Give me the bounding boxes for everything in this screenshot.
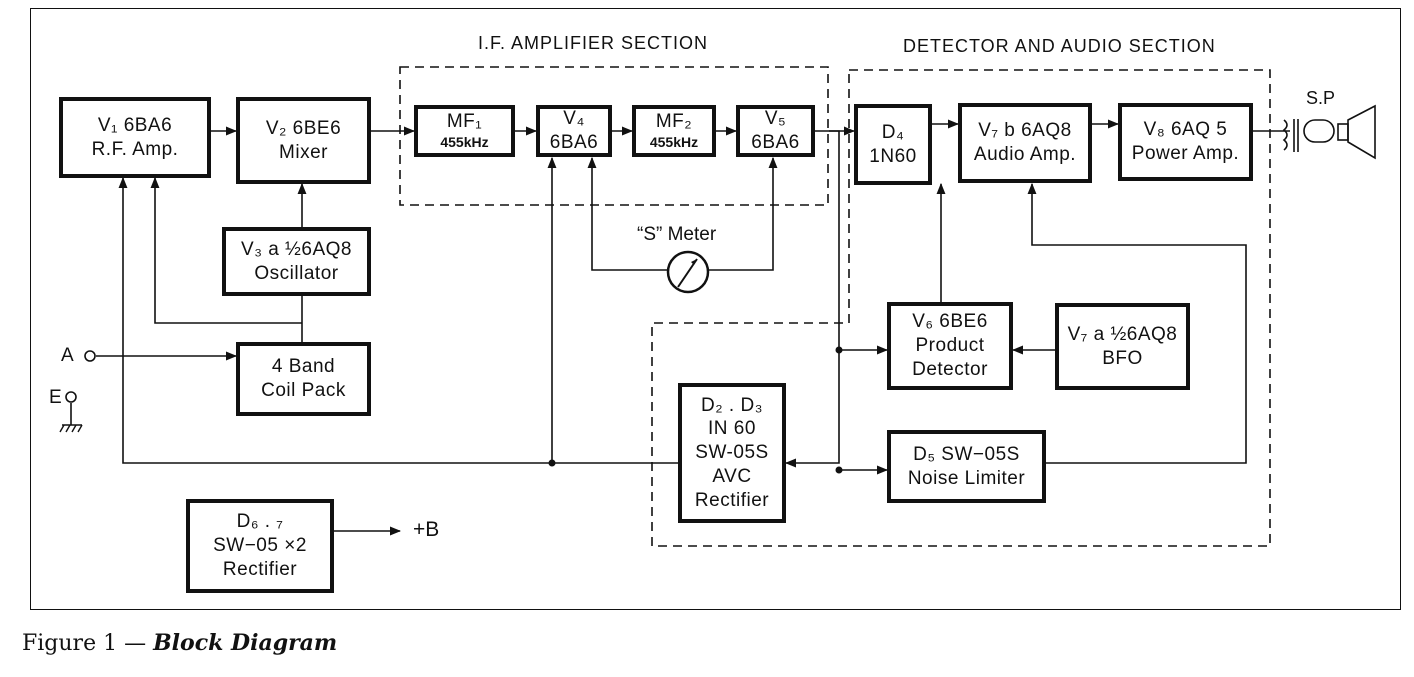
caption-title: Block Diagram <box>153 630 338 656</box>
block-v6-product-detector: V₆ 6BE6 Product Detector <box>887 302 1013 390</box>
block-v7a-bfo: V₇ a ½6AQ8 BFO <box>1055 303 1190 390</box>
wire-avc-v1 <box>118 176 678 464</box>
antenna-terminal-icon <box>84 350 96 362</box>
block-d4: D₄ 1N60 <box>854 104 932 185</box>
block-v5: V₅ 6BA6 <box>736 105 815 157</box>
block-v4: V₄ 6BA6 <box>536 105 612 157</box>
diagram-frame <box>30 8 1401 610</box>
block-mf2: MF₂ 455kHz <box>632 105 716 157</box>
block-v7b-audio-amp: V₇ b 6AQ8 Audio Amp. <box>958 103 1092 183</box>
s-meter-label: “S” Meter <box>637 224 717 245</box>
wire-d5-v7b <box>1027 182 1247 464</box>
speaker-label: S.P <box>1306 88 1336 108</box>
block-v8-power-amp: V₈ 6AQ 5 Power Amp. <box>1118 103 1253 181</box>
block-d23-avc-rectifier: D₂ . D₃ IN 60 SW-05S AVC Rectifier <box>678 383 786 523</box>
block-mf1: MF₁ 455kHz <box>414 105 515 157</box>
speaker-coil-icon <box>1337 123 1349 141</box>
antenna-label: A <box>61 345 74 366</box>
wire-smeter-right <box>708 156 778 271</box>
wire-smeter-left <box>587 156 668 271</box>
speaker-magnet-icon <box>1303 119 1335 143</box>
detector-section-outline <box>651 69 1271 547</box>
block-d5-noise-limiter: D₅ SW−05S Noise Limiter <box>887 430 1046 503</box>
junction-dot <box>548 459 556 467</box>
if-section-outline <box>399 66 829 206</box>
block-d67-rectifier: D₆ . ₇ SW−05 ×2 Rectifier <box>186 499 334 593</box>
wire-coil-v1 <box>150 176 302 324</box>
caption-prefix: Figure 1 — <box>22 631 154 656</box>
earth-label: E <box>49 387 62 408</box>
s-meter-dial-icon <box>666 250 710 294</box>
figure-caption: Figure 1 — Block Diagram <box>22 630 337 656</box>
plus-b-label: +B <box>413 518 440 541</box>
block-v3-oscillator: V₃ a ½6AQ8 Oscillator <box>222 227 371 296</box>
block-v1-rf-amp: V₁ 6BA6 R.F. Amp. <box>59 97 211 178</box>
junction-dot <box>835 466 843 474</box>
wire-v5-avc-bus <box>784 130 840 468</box>
junction-dot <box>835 346 843 354</box>
earth-hatch-icon <box>59 424 83 433</box>
block-v2-mixer: V₂ 6BE6 Mixer <box>236 97 371 184</box>
detector-section-heading: DETECTOR AND AUDIO SECTION <box>903 36 1216 56</box>
block-coil-pack: 4 Band Coil Pack <box>236 342 371 416</box>
speaker-cone-icon <box>1347 104 1376 160</box>
transformer-coil-icon <box>1282 119 1288 151</box>
earth-terminal-icon <box>65 391 77 403</box>
if-section-heading: I.F. AMPLIFIER SECTION <box>478 33 709 53</box>
